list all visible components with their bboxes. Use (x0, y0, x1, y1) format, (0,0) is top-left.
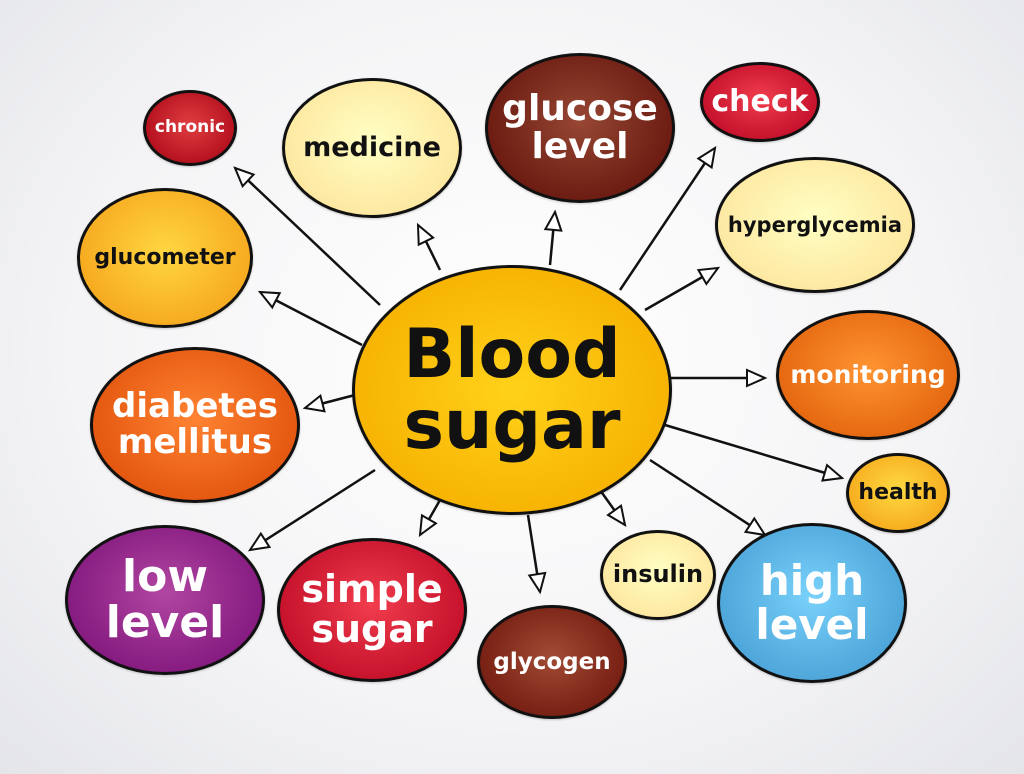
node-label: monitoring (790, 359, 946, 389)
node-diabetes-mellitus: diabetes mellitus (90, 347, 300, 503)
arrow-to-hyperglycemia (644, 266, 721, 312)
arrowhead-icon (746, 368, 768, 388)
arrow-to-diabetes-mellitus (302, 393, 356, 413)
node-label: low level (105, 550, 225, 648)
central-label: Blood sugar (403, 314, 621, 465)
node-health: health (846, 453, 950, 533)
arrow-to-low-level (247, 468, 376, 552)
arrow-to-high-level (649, 458, 768, 537)
arrowhead-icon (233, 166, 256, 188)
node-low-level: low level (65, 525, 265, 675)
node-simple-sugar: simple sugar (277, 538, 467, 682)
node-monitoring: monitoring (776, 310, 960, 440)
arrow-to-check (618, 145, 717, 291)
node-glycogen: glycogen (477, 605, 627, 719)
node-label: glycogen (493, 648, 611, 675)
node-glucose-level: glucose level (485, 53, 675, 203)
arrowhead-icon (527, 571, 547, 595)
arrowhead-icon (606, 503, 627, 528)
node-label: glucometer (94, 245, 236, 271)
arrowhead-icon (743, 516, 768, 537)
node-label: glucose level (502, 88, 658, 167)
node-medicine: medicine (282, 78, 462, 218)
arrowhead-icon (257, 290, 282, 310)
arrow-to-medicine (416, 222, 442, 271)
node-label: diabetes mellitus (112, 386, 278, 462)
arrow-to-glucose-level (543, 209, 563, 266)
node-chronic: chronic (143, 90, 237, 166)
node-label: check (711, 84, 809, 120)
node-insulin: insulin (600, 530, 716, 620)
node-high-level: high level (717, 523, 907, 683)
node-label: chronic (154, 117, 226, 138)
node-label: health (858, 480, 938, 506)
arrow-to-glucometer (257, 290, 363, 347)
node-check: check (700, 62, 820, 142)
arrow-to-chronic (233, 166, 381, 306)
node-glucometer: glucometer (77, 188, 253, 328)
arrow-to-simple-sugar (418, 499, 442, 538)
node-label: simple sugar (301, 567, 443, 651)
arrowhead-icon (302, 393, 326, 413)
arrowhead-icon (247, 531, 272, 552)
arrowhead-icon (821, 463, 845, 482)
arrow-to-monitoring (670, 368, 768, 388)
node-label: hyperglycemia (727, 212, 903, 237)
arrowhead-icon (696, 145, 717, 170)
arrowhead-icon (696, 266, 721, 286)
node-label: insulin (612, 560, 704, 589)
central-node-blood-sugar: Blood sugar (352, 265, 672, 515)
node-label: high level (755, 555, 869, 649)
arrow-to-glycogen (526, 514, 547, 595)
arrowhead-icon (416, 222, 435, 247)
arrowhead-icon (418, 513, 438, 538)
node-label: medicine (303, 131, 441, 163)
node-hyperglycemia: hyperglycemia (715, 157, 915, 293)
arrow-to-insulin (598, 489, 627, 528)
arrowhead-icon (543, 209, 563, 232)
arrow-to-health (664, 423, 845, 482)
